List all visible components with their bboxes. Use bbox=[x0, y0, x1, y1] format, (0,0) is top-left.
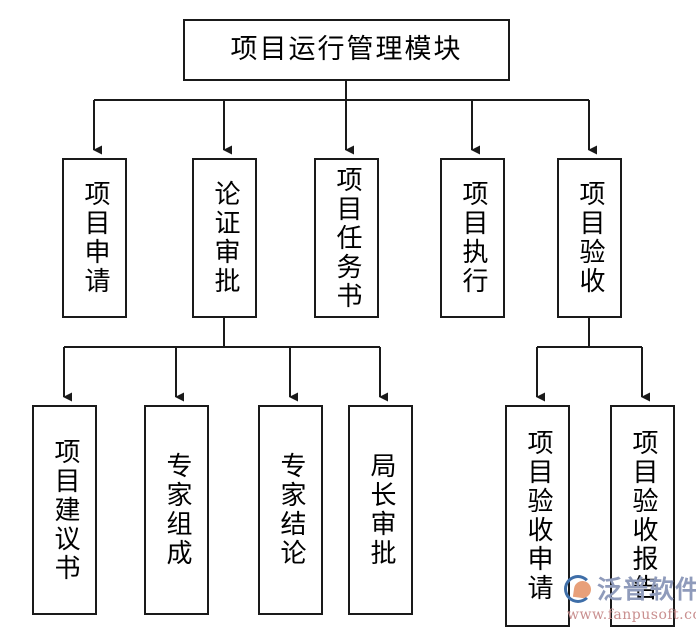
node-project-taskbook-label: 项目任务书 bbox=[332, 165, 363, 311]
node-acceptance-report-label: 项目验收报告 bbox=[628, 429, 659, 603]
node-expert-conclusion[interactable]: 专家结论 bbox=[258, 405, 323, 615]
node-project-proposal[interactable]: 项目建议书 bbox=[32, 405, 97, 615]
node-argumentation-approval[interactable]: 论证审批 bbox=[192, 158, 257, 318]
node-project-taskbook[interactable]: 项目任务书 bbox=[314, 158, 379, 318]
node-root-label: 项目运行管理模块 bbox=[230, 34, 463, 66]
node-project-execution[interactable]: 项目执行 bbox=[440, 158, 505, 318]
node-project-proposal-label: 项目建议书 bbox=[50, 437, 81, 583]
node-project-application[interactable]: 项目申请 bbox=[62, 158, 127, 318]
node-project-acceptance-label: 项目验收 bbox=[575, 180, 606, 296]
node-expert-conclusion-label: 专家结论 bbox=[276, 452, 307, 568]
node-argumentation-approval-label: 论证审批 bbox=[210, 180, 241, 296]
node-director-approval-label: 局长审批 bbox=[366, 452, 397, 568]
node-director-approval[interactable]: 局长审批 bbox=[348, 405, 413, 615]
node-acceptance-report[interactable]: 项目验收报告 bbox=[610, 405, 675, 627]
node-expert-group-label: 专家组成 bbox=[162, 452, 193, 568]
node-project-execution-label: 项目执行 bbox=[458, 180, 489, 296]
node-expert-group[interactable]: 专家组成 bbox=[144, 405, 209, 615]
node-acceptance-request[interactable]: 项目验收申请 bbox=[505, 405, 570, 627]
node-root[interactable]: 项目运行管理模块 bbox=[183, 19, 510, 81]
node-project-application-label: 项目申请 bbox=[80, 180, 111, 296]
node-project-acceptance[interactable]: 项目验收 bbox=[557, 158, 622, 318]
node-acceptance-request-label: 项目验收申请 bbox=[523, 429, 554, 603]
